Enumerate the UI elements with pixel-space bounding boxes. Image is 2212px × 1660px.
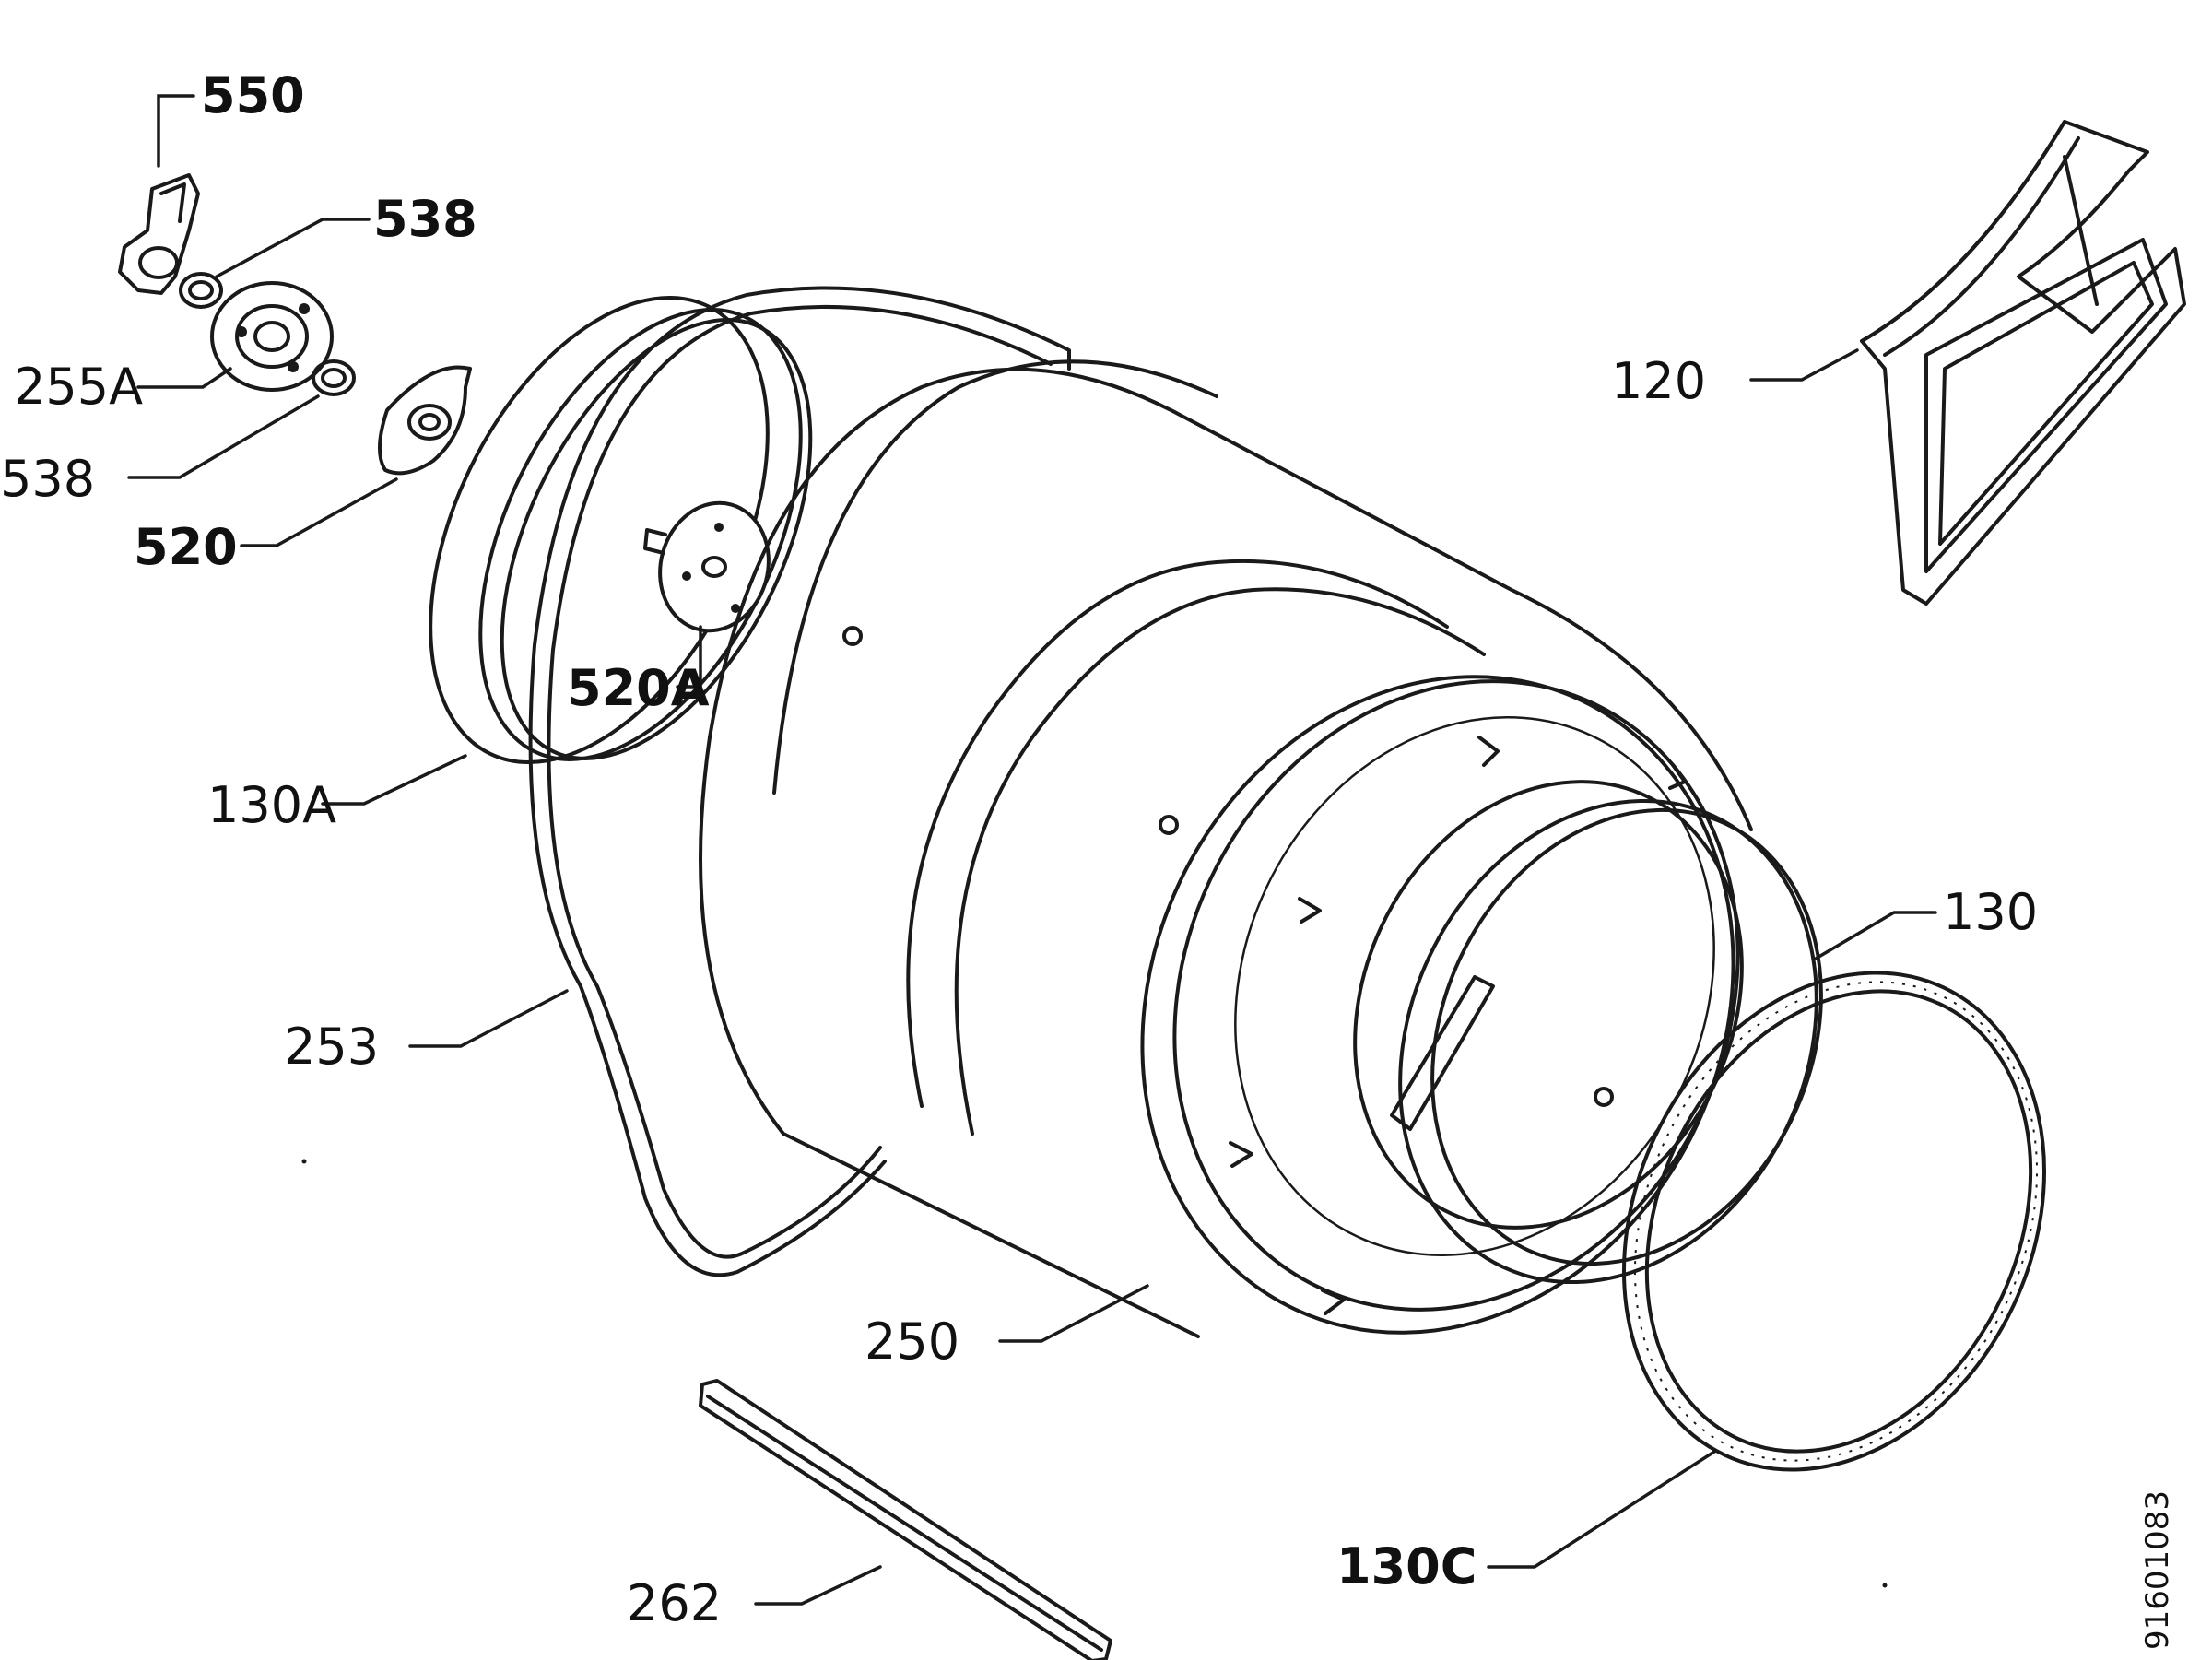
part-255a-bearing-flange — [210, 281, 334, 392]
part-550-bracket — [118, 173, 200, 295]
part-262-seal-strip — [699, 1379, 1112, 1660]
callout-253: 253 — [284, 1018, 379, 1076]
print-speck — [1882, 1583, 1888, 1588]
part-120-filter-frame — [1860, 120, 2186, 606]
callout-262: 262 — [627, 1574, 722, 1632]
part-250-drum — [699, 359, 1753, 1338]
part-538-washer-top — [179, 272, 223, 309]
callout-250: 250 — [865, 1313, 959, 1371]
callout-520a: 520A — [567, 659, 710, 717]
callout-255a: 255A — [14, 358, 143, 416]
callout-130a: 130A — [207, 776, 336, 834]
print-speck — [301, 1159, 307, 1164]
part-130-front-ring — [1398, 798, 1823, 1285]
callout-120: 120 — [1611, 352, 1706, 410]
callout-130: 130 — [1943, 883, 2038, 941]
callout-550: 550 — [201, 66, 305, 124]
part-520-rear-plate — [377, 365, 472, 476]
part-130a-rear-ring — [429, 295, 813, 765]
callout-538-top: 538 — [373, 190, 477, 248]
callout-130c: 130C — [1336, 1537, 1477, 1595]
callout-538-bottom: 538 — [0, 450, 95, 508]
drawing-number: 91601083 — [2139, 1490, 2176, 1650]
leader-lines — [127, 94, 1937, 1606]
part-520a-front-plate — [643, 500, 771, 633]
part-538-washer-bottom — [312, 359, 356, 396]
part-253-drive-belt — [528, 286, 1071, 1277]
callout-520: 520 — [134, 518, 238, 576]
callout-labels: 550 538 255A 538 520 520A 130A 253 250 2… — [0, 66, 2038, 1632]
